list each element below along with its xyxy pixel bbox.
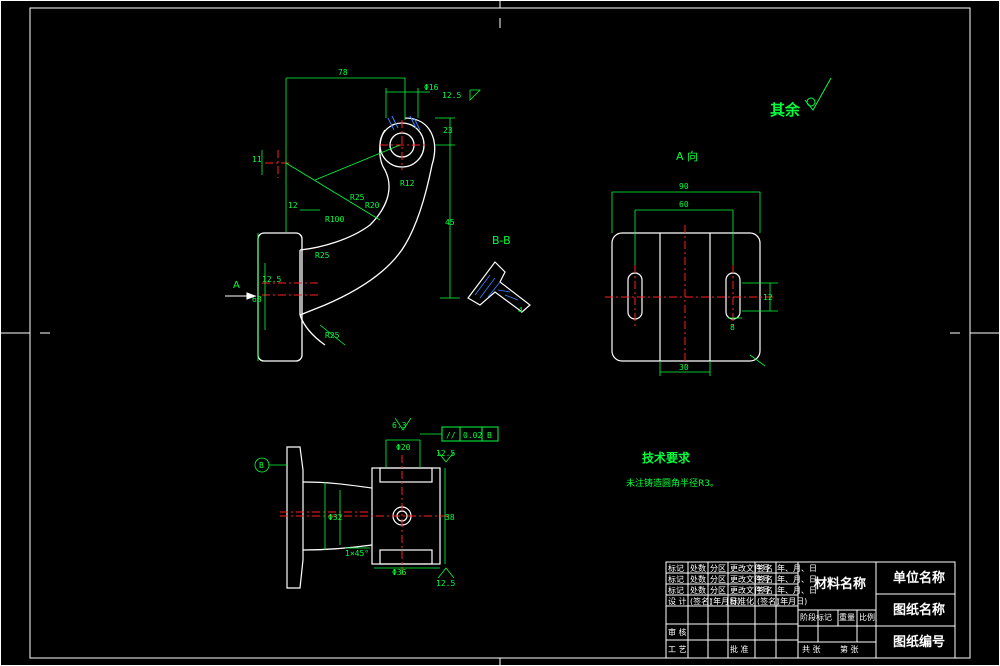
tb-r3c4: (签名) (757, 596, 779, 606)
arrow-a-label: A (233, 280, 240, 291)
surface-note-text: 其余 (770, 101, 801, 119)
tb-r0c1: 处数 (690, 563, 706, 573)
view-a-label: A 向 (676, 149, 698, 163)
dim-phi36: Φ36 (392, 568, 407, 577)
tb-r3c5: (年月日) (777, 596, 807, 606)
tb-r3c2: (年月日) (710, 596, 740, 606)
tb-r0c5: 年、月、日 (777, 563, 817, 573)
tb-r2c1: 处数 (690, 585, 706, 595)
dim-r20: R20 (365, 201, 380, 210)
tol-datum: B (487, 431, 492, 440)
dim-12-5b: 12.5 (262, 275, 281, 284)
tech-requirements: 技术要求 未注铸造圆角半径R3。 (626, 450, 719, 489)
dim-6-3: 6.3 (392, 421, 407, 430)
dim-45: 45 (445, 218, 455, 227)
tol-value: 0.02 (463, 431, 482, 440)
tb-r2c4: 签名 (757, 585, 773, 595)
dim-phi20: Φ20 (396, 443, 411, 452)
tb-r1c4: 签名 (757, 574, 773, 584)
dim-12-a: 12 (763, 293, 773, 302)
tb-r2c0: 标记 (668, 585, 684, 595)
dim-8: 8 (730, 323, 735, 332)
dim-r25a: R25 (350, 193, 365, 202)
tb-r1c5: 年、月、日 (777, 574, 817, 584)
dim-12: 12 (288, 201, 298, 210)
dim-phi32: Φ32 (328, 513, 343, 522)
datum-circle-label: B (259, 461, 264, 470)
tb-r5c0: 工 艺 (668, 645, 687, 654)
surface-note: 其余 (770, 77, 832, 119)
tb-material: 材料名称 (814, 576, 866, 592)
dim-23: 23 (443, 126, 453, 135)
tb-sheet-total: 共 张 (802, 645, 821, 654)
tb-sheet-num: 第 张 (840, 644, 859, 654)
tb-scale: 比例 (859, 612, 875, 622)
dim-38: 38 (445, 513, 455, 522)
tb-r3c1: (签名) (690, 596, 712, 606)
dim-12-5c: 12.5 (436, 449, 455, 458)
tech-req-text: 未注铸造圆角半径R3。 (626, 477, 719, 489)
tb-stage: 阶段标记 (800, 612, 832, 622)
dim-r25b: R25 (315, 251, 330, 260)
dim-4: 4 (518, 306, 523, 315)
dim-60: 60 (679, 200, 689, 209)
section-label: B-B (492, 234, 511, 247)
dim-78: 78 (338, 68, 348, 77)
dim-12-5d: 12.5 (436, 579, 455, 588)
tb-drawing-number: 图纸编号 (893, 634, 945, 650)
tb-r2c2: 分区 (710, 586, 726, 595)
tb-r1c2: 分区 (710, 575, 726, 584)
dim-30: 30 (679, 363, 689, 372)
tb-r3c3: 标准化 (730, 596, 754, 606)
tb-r3c0: 设 计 (668, 596, 687, 606)
view-a: A 向 (605, 149, 778, 376)
bottom-view: // 0.02 B B 6.3 Φ20 12.5 Φ36 Φ32 38 1×45… (254, 417, 499, 589)
tolerance-frame: // 0.02 B (441, 426, 499, 442)
tb-weight: 重量 (839, 612, 855, 622)
tb-r0c4: 签名 (757, 563, 773, 573)
section-bb: B-B 4 (467, 234, 531, 315)
dim-r25c: R25 (325, 331, 340, 340)
dim-phi16: Φ16 (424, 83, 439, 92)
tb-r0c0: 标记 (668, 563, 684, 573)
tb-r2c5: 年、月、日 (777, 585, 817, 595)
dim-12-5: 12.5 (442, 91, 461, 100)
dim-r100: R100 (325, 215, 344, 224)
tb-company: 单位名称 (893, 570, 945, 586)
dim-11: 11 (252, 155, 262, 164)
tb-r5c3: 批 准 (730, 644, 749, 654)
dim-68: 68 (252, 295, 262, 304)
dim-chamfer: 1×45° (345, 549, 369, 558)
tb-r0c3: 更改文件号 (730, 563, 770, 573)
tb-r1c0: 标记 (668, 574, 684, 584)
tb-r0c2: 分区 (710, 564, 726, 573)
tb-drawing-name: 图纸名称 (893, 602, 945, 618)
tb-r1c3: 更改文件号 (730, 574, 770, 584)
tb-r1c1: 处数 (690, 574, 706, 584)
title-block: 标记 处数 分区 更改文件号 签名 年、月、日 标记 处数 分区 更改文件号 签… (665, 561, 956, 659)
front-view: 78 Φ16 12.5 23 11 R25 R12 R20 R100 45 12… (225, 68, 481, 362)
dim-r12: R12 (400, 179, 415, 188)
tb-r4c0: 审 核 (668, 627, 687, 637)
tech-req-title: 技术要求 (642, 450, 691, 465)
tol-symbol: // (446, 431, 456, 440)
dim-90: 90 (679, 182, 689, 191)
tb-r2c3: 更改文件号 (730, 585, 770, 595)
